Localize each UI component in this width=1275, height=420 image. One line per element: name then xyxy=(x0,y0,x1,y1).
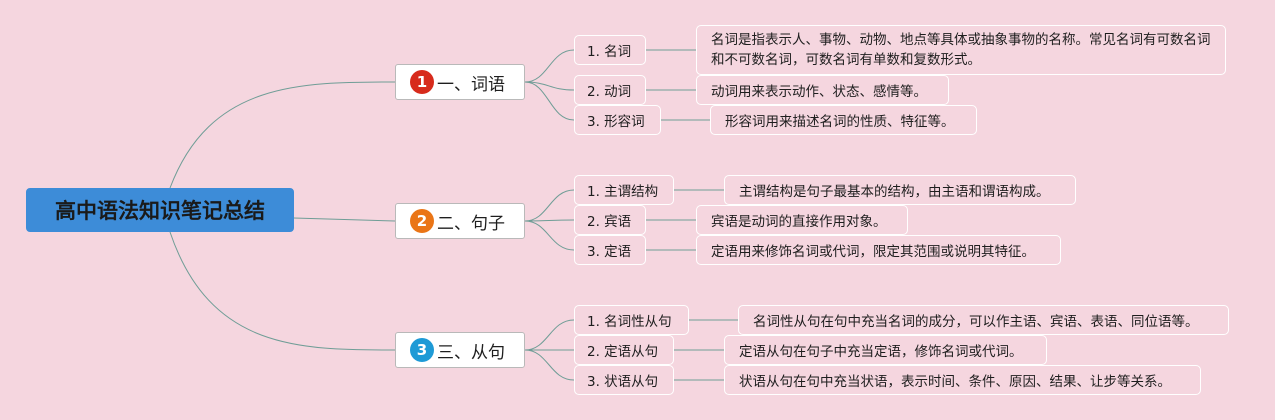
description-text: 宾语是动词的直接作用对象。 xyxy=(711,214,887,230)
subtopic-label: 3. 状语从句 xyxy=(587,374,659,390)
subtopic-node[interactable]: 1. 名词 xyxy=(574,35,646,65)
subtopic-label: 2. 定语从句 xyxy=(587,344,659,360)
subtopic-label: 3. 定语 xyxy=(587,244,632,260)
connector-line xyxy=(524,81,575,121)
connector-line xyxy=(524,220,575,251)
subtopic-label: 1. 名词 xyxy=(587,44,632,60)
subtopic-node[interactable]: 3. 状语从句 xyxy=(574,365,674,395)
subtopic-node[interactable]: 1. 名词性从句 xyxy=(574,305,689,335)
subtopic-node[interactable]: 3. 形容词 xyxy=(574,105,661,135)
description-node[interactable]: 状语从句在句中充当状语，表示时间、条件、原因、结果、让步等关系。 xyxy=(724,365,1201,395)
description-text: 状语从句在句中充当状语，表示时间、条件、原因、结果、让步等关系。 xyxy=(739,374,1171,390)
description-node[interactable]: 宾语是动词的直接作用对象。 xyxy=(696,205,908,235)
subtopic-label: 1. 主谓结构 xyxy=(587,184,659,200)
topic-label: 一、词语 xyxy=(437,74,505,95)
topic-label: 三、从句 xyxy=(437,342,505,363)
description-node[interactable]: 定语用来修饰名词或代词，限定其范围或说明其特征。 xyxy=(696,235,1061,265)
description-node[interactable]: 动词用来表示动作、状态、感情等。 xyxy=(696,75,949,105)
subtopic-label: 3. 形容词 xyxy=(587,114,645,130)
root-title: 高中语法知识笔记总结 xyxy=(55,199,265,223)
connector-line xyxy=(293,217,396,222)
connector-line xyxy=(524,49,575,83)
subtopic-label: 2. 动词 xyxy=(587,84,632,100)
connector-line xyxy=(524,189,575,222)
connector-line xyxy=(524,319,575,351)
connector-line xyxy=(524,219,575,222)
description-text: 主谓结构是句子最基本的结构，由主语和谓语构成。 xyxy=(739,184,1050,200)
description-node[interactable]: 名词是指表示人、事物、动物、地点等具体或抽象事物的名称。常见名词有可数名词和不可… xyxy=(696,25,1226,75)
description-node[interactable]: 形容词用来描述名词的性质、特征等。 xyxy=(710,105,977,135)
subtopic-label: 2. 宾语 xyxy=(587,214,632,230)
root-node[interactable]: 高中语法知识笔记总结 xyxy=(26,188,294,232)
subtopic-node[interactable]: 3. 定语 xyxy=(574,235,646,265)
topic-label: 二、句子 xyxy=(437,213,505,234)
subtopic-node[interactable]: 2. 宾语 xyxy=(574,205,646,235)
number-badge-icon: 3 xyxy=(410,338,434,362)
subtopic-node[interactable]: 2. 动词 xyxy=(574,75,646,105)
description-node[interactable]: 定语从句在句子中充当定语，修饰名词或代词。 xyxy=(724,335,1047,365)
connector-line xyxy=(524,349,575,381)
description-text: 定语从句在句子中充当定语，修饰名词或代词。 xyxy=(739,344,1023,360)
subtopic-node[interactable]: 1. 主谓结构 xyxy=(574,175,674,205)
number-badge-icon: 2 xyxy=(410,209,434,233)
number-badge-icon: 1 xyxy=(410,70,434,94)
subtopic-label: 1. 名词性从句 xyxy=(587,314,672,330)
description-text: 动词用来表示动作、状态、感情等。 xyxy=(711,84,927,100)
connector-line xyxy=(169,231,396,351)
subtopic-node[interactable]: 2. 定语从句 xyxy=(574,335,674,365)
description-text: 形容词用来描述名词的性质、特征等。 xyxy=(725,114,955,130)
description-node[interactable]: 名词性从句在句中充当名词的成分，可以作主语、宾语、表语、同位语等。 xyxy=(738,305,1229,335)
connector-line xyxy=(169,81,396,189)
description-node[interactable]: 主谓结构是句子最基本的结构，由主语和谓语构成。 xyxy=(724,175,1076,205)
description-text: 名词是指表示人、事物、动物、地点等具体或抽象事物的名称。常见名词有可数名词和不可… xyxy=(711,32,1211,68)
description-text: 定语用来修饰名词或代词，限定其范围或说明其特征。 xyxy=(711,244,1035,260)
description-text: 名词性从句在句中充当名词的成分，可以作主语、宾语、表语、同位语等。 xyxy=(753,314,1199,330)
